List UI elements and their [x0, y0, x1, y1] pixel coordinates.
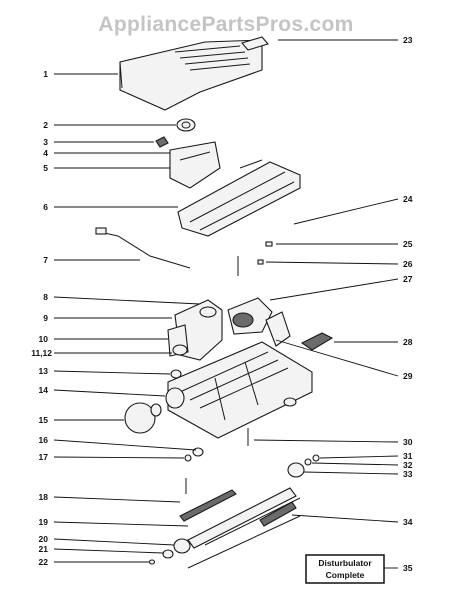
part-brush-roll — [187, 487, 301, 549]
callout-6: 6 — [43, 202, 48, 212]
callout-5: 5 — [43, 163, 48, 173]
callout-31: 31 — [403, 451, 413, 461]
callout-23: 23 — [403, 35, 413, 45]
disturbulator-complete-box: Disturbulator Complete — [305, 554, 385, 584]
callout-24: 24 — [403, 194, 413, 204]
callout-18: 18 — [39, 492, 49, 502]
watermark-text: AppliancePartsPros.com — [98, 13, 353, 36]
part-wingnut-3 — [155, 136, 169, 148]
callout-7: 7 — [43, 255, 48, 265]
callout-1: 1 — [43, 69, 48, 79]
callout-9: 9 — [43, 313, 48, 323]
part-ring-13 — [170, 369, 182, 379]
callout-29: 29 — [403, 371, 413, 381]
callout-10: 10 — [39, 334, 49, 344]
callout-3: 3 — [43, 137, 48, 147]
callout-35: 35 — [403, 563, 413, 573]
part-front-housing-6 — [177, 159, 301, 237]
leader-lines — [53, 73, 201, 563]
leader-lines-right — [253, 39, 399, 569]
callout-34: 34 — [403, 517, 413, 527]
callout-16: 16 — [39, 435, 49, 445]
part-base-pan-14 — [165, 341, 313, 439]
callout-30: 30 — [403, 437, 413, 447]
part-clip-23 — [241, 36, 269, 51]
part-bracket-5 — [169, 141, 221, 189]
callout-27: 27 — [403, 274, 413, 284]
callout-22: 22 — [39, 557, 49, 567]
part-bushing-2 — [176, 118, 196, 132]
callout-2: 2 — [43, 120, 48, 130]
callout-14: 14 — [39, 385, 49, 395]
box-label-line1: Disturbulator — [318, 558, 372, 568]
callout-26: 26 — [403, 259, 413, 269]
part-lever-28 — [300, 332, 334, 351]
part-bracket-29 — [265, 311, 291, 347]
callout-33: 33 — [403, 469, 413, 479]
part-hood-cover — [119, 39, 263, 111]
callout-17: 17 — [39, 452, 49, 462]
part-end-pieces-20-22 — [148, 538, 191, 565]
callout-13: 13 — [39, 366, 49, 376]
box-label-line2: Complete — [326, 570, 365, 580]
part-arm-assembly-8-12 — [167, 299, 223, 361]
part-rod — [187, 515, 301, 569]
callout-21: 21 — [39, 544, 49, 554]
part-wheel-15 — [124, 402, 162, 434]
callout-32: 32 — [403, 460, 413, 470]
callout-numbers: 1 2 3 4 5 6 7 8 9 10 11,12 13 14 15 16 1… — [31, 35, 413, 573]
callout-4: 4 — [43, 148, 48, 158]
part-pins-25-26 — [237, 241, 273, 276]
part-brush-strip-18 — [179, 478, 237, 522]
callout-8: 8 — [43, 292, 48, 302]
part-endcap-31-33 — [287, 454, 320, 478]
callout-19: 19 — [39, 517, 49, 527]
callout-11-12: 11,12 — [31, 348, 52, 358]
part-motor-27 — [227, 297, 273, 335]
part-cord-7 — [95, 227, 191, 269]
callout-28: 28 — [403, 337, 413, 347]
callout-15: 15 — [39, 415, 49, 425]
callout-20: 20 — [39, 534, 49, 544]
callout-25: 25 — [403, 239, 413, 249]
